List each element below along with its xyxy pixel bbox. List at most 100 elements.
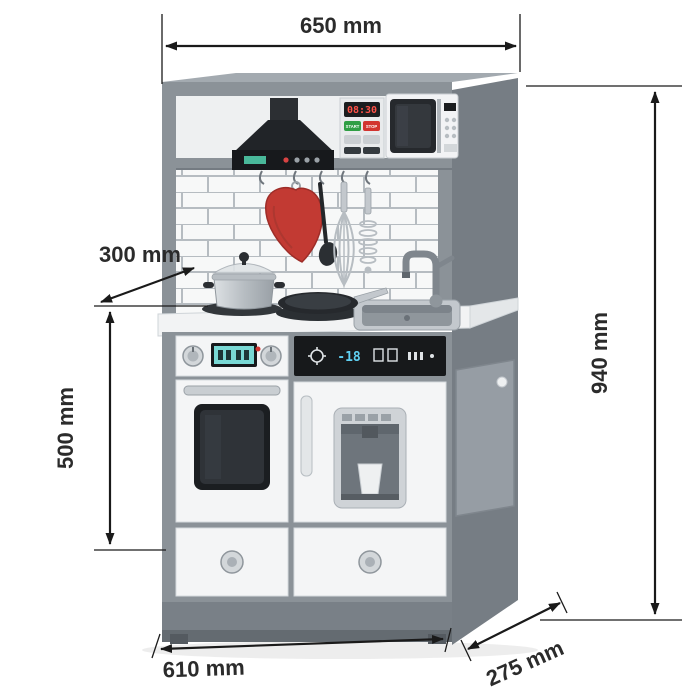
timer-display: [344, 102, 380, 117]
microwave-window-glare: [397, 106, 408, 146]
dispenser-button: [381, 414, 391, 421]
microwave-button: [451, 125, 457, 131]
dimension-total-height: 940 mm: [526, 85, 682, 621]
hood-button: [294, 157, 300, 163]
panel-icon: [387, 348, 398, 362]
dimension-counter-depth: 300 mm: [99, 242, 195, 304]
oven-red-button: [255, 346, 261, 352]
arrow-line: [160, 634, 444, 654]
hood-chimney: [270, 98, 298, 120]
timer-display-value: 08:30: [347, 105, 377, 116]
microwave-display: [444, 103, 456, 111]
timer-button: [363, 135, 380, 144]
sink-drain: [404, 315, 410, 321]
dimension-base-width: 610 mm: [151, 627, 452, 683]
dimension-annotations: 650 mm 300 mm 500 mm 940 mm 610 mm: [53, 13, 682, 691]
timer-button: [363, 147, 380, 154]
hook: [364, 170, 371, 185]
microwave-button: [444, 117, 450, 123]
dimension-label-lower-height: 500 mm: [53, 387, 78, 469]
frying-pan: [278, 287, 389, 314]
oven-drawer: [175, 527, 289, 597]
microwave-button: [451, 117, 457, 123]
gear-icon: [308, 347, 326, 365]
spring-beater: [358, 187, 378, 274]
dimension-label-top-width: 650 mm: [300, 13, 382, 38]
hood-base: [232, 150, 334, 170]
microwave: [385, 93, 459, 159]
top-board: [162, 82, 452, 98]
oven-knob-left: [182, 345, 204, 367]
microwave-button: [444, 133, 450, 139]
timer-start-label: START: [346, 124, 360, 129]
pot-handle-left: [203, 282, 214, 288]
arrow-line: [467, 602, 561, 650]
panel-icon: [373, 348, 384, 362]
pan-inner: [285, 293, 351, 310]
timer-stop-label: STOP: [366, 124, 378, 129]
dimension-lower-height: 500 mm: [53, 305, 208, 551]
pot-body: [213, 277, 275, 310]
oven-display-digit: [236, 350, 241, 360]
fridge-control-panel: -18: [294, 336, 446, 376]
hutch-left-stile: [162, 96, 176, 322]
kitchen-side-panel: [452, 78, 518, 645]
extension-line: [460, 639, 472, 662]
timer-button: [344, 147, 361, 154]
dispenser-button: [355, 414, 365, 421]
oven-mitt: [265, 181, 324, 263]
timer-button: [344, 135, 361, 144]
dimension-label-total-height: 940 mm: [587, 312, 612, 394]
faucet-spout: [402, 272, 410, 278]
extension-line: [444, 627, 452, 653]
oven: [175, 335, 289, 597]
hood-display: [244, 156, 266, 164]
fridge: -18: [293, 336, 447, 597]
foot-left: [170, 634, 188, 644]
microwave-open-button: [444, 144, 457, 152]
panel-tick: [408, 352, 411, 360]
panel-tick: [414, 352, 417, 360]
hook: [258, 170, 265, 185]
dispenser-button: [368, 414, 378, 421]
oven-display-digit: [226, 350, 231, 360]
dimension-label-base-width: 610 mm: [162, 655, 245, 683]
hutch-right-stile: [438, 170, 452, 318]
dimension-label-base-depth: 275 mm: [482, 635, 567, 691]
pot-rim: [211, 273, 277, 281]
panel-tick: [420, 352, 423, 360]
faucet: [402, 250, 455, 308]
freezer-temperature-display: -18: [337, 350, 361, 365]
side-rack: [455, 359, 515, 517]
hood-canopy: [234, 120, 334, 152]
hook: [292, 170, 299, 185]
faucet-lever: [435, 255, 455, 269]
fridge-drawer: [293, 527, 447, 597]
cooking-pot: [203, 252, 285, 310]
hood-button: [314, 157, 320, 163]
dispenser-tray: [341, 494, 399, 500]
microwave-handle: [437, 99, 441, 153]
oven-display-digit: [244, 350, 249, 360]
extension-line: [556, 591, 568, 614]
dimension-label-counter-depth: 300 mm: [99, 242, 181, 267]
extension-line: [151, 633, 161, 659]
timer-start-button: [344, 121, 361, 131]
kitchen-timer: 08:30 START STOP: [339, 97, 385, 159]
oven-window-glare: [205, 415, 221, 479]
dispenser-spout: [362, 426, 378, 438]
dispenser-button: [342, 414, 352, 421]
hood-button: [304, 157, 310, 163]
microwave-button: [444, 125, 450, 131]
oven-display-digit: [218, 350, 223, 360]
top-surface: [162, 73, 518, 82]
pot-lid-knob: [239, 252, 249, 262]
timer-stop-button: [363, 121, 380, 131]
side-rack-peg: [496, 376, 508, 388]
fridge-handle: [300, 395, 313, 477]
fridge-door: [293, 381, 447, 523]
fridge-drawer-knob-center: [365, 557, 375, 567]
dispenser-cavity: [341, 424, 399, 500]
